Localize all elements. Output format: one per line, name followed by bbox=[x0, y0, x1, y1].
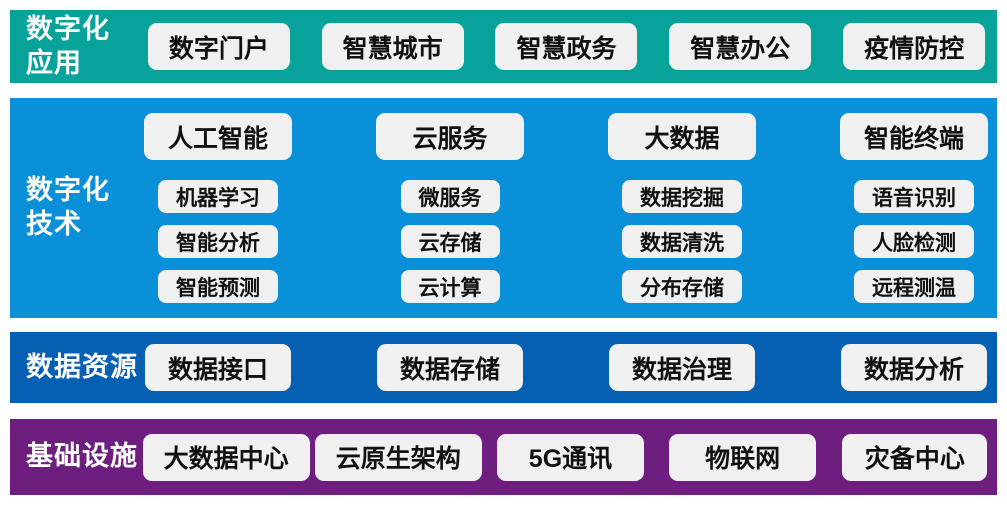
technology-box: 分布存储 bbox=[622, 270, 742, 303]
technology-box: 云存储 bbox=[400, 225, 500, 258]
layer-infrastructure-label: 基础设施 bbox=[26, 441, 138, 472]
technology-box: 云服务 bbox=[376, 113, 524, 160]
layer-applications-label: 数字化 应用 bbox=[26, 13, 110, 78]
application-box: 智慧政务 bbox=[495, 23, 638, 70]
technology-box: 数据挖掘 bbox=[622, 180, 742, 213]
technologies-row-4: 智能预测 云计算 分布存储 远程测温 bbox=[102, 270, 1007, 303]
technology-box: 智能分析 bbox=[158, 225, 278, 258]
technologies-row-2: 机器学习 微服务 数据挖掘 语音识别 bbox=[102, 180, 1007, 213]
technology-box: 大数据 bbox=[608, 113, 756, 160]
technologies-row-1: 人工智能 云服务 大数据 智能终端 bbox=[102, 113, 1007, 160]
infrastructure-box: 物联网 bbox=[669, 433, 817, 481]
technology-box: 微服务 bbox=[400, 180, 500, 213]
technology-box: 人工智能 bbox=[144, 113, 292, 160]
layer-data-resources: 数据资源 数据接口 数据存储 数据治理 数据分析 bbox=[10, 332, 997, 403]
technology-box: 机器学习 bbox=[158, 180, 278, 213]
layer-applications-items: 数字门户 智慧城市 智慧政务 智慧办公 疫情防控 bbox=[132, 10, 1001, 83]
data-resource-box: 数据分析 bbox=[841, 344, 987, 391]
data-resource-box: 数据治理 bbox=[609, 344, 755, 391]
infrastructure-box: 大数据中心 bbox=[142, 433, 310, 481]
infrastructure-items: 大数据中心 云原生架构 5G通讯 物联网 灾备中心 bbox=[140, 419, 1001, 495]
technology-box: 人脸检测 bbox=[854, 225, 974, 258]
infrastructure-box: 5G通讯 bbox=[496, 433, 644, 481]
infrastructure-box: 灾备中心 bbox=[842, 433, 988, 481]
data-resource-box: 数据存储 bbox=[377, 344, 523, 391]
technology-box: 数据清洗 bbox=[622, 225, 742, 258]
technology-box: 智能终端 bbox=[840, 113, 988, 160]
technology-box: 智能预测 bbox=[158, 270, 278, 303]
data-resource-box: 数据接口 bbox=[145, 344, 291, 391]
application-box: 疫情防控 bbox=[843, 23, 986, 70]
technology-box: 远程测温 bbox=[854, 270, 974, 303]
technologies-row-3: 智能分析 云存储 数据清洗 人脸检测 bbox=[102, 225, 1007, 258]
application-box: 数字门户 bbox=[147, 23, 290, 70]
data-resources-items: 数据接口 数据存储 数据治理 数据分析 bbox=[102, 332, 1007, 403]
application-box: 智慧城市 bbox=[321, 23, 464, 70]
infrastructure-box: 云原生架构 bbox=[314, 433, 482, 481]
technology-box: 云计算 bbox=[400, 270, 500, 303]
layer-applications: 数字化 应用 数字门户 智慧城市 智慧政务 智慧办公 疫情防控 bbox=[10, 10, 997, 83]
technology-box: 语音识别 bbox=[854, 180, 974, 213]
layer-data-resources-label: 数据资源 bbox=[26, 351, 138, 382]
layer-infrastructure: 基础设施 大数据中心 云原生架构 5G通讯 物联网 灾备中心 bbox=[10, 419, 997, 495]
application-box: 智慧办公 bbox=[669, 23, 812, 70]
layer-technologies: 数字化 技术 人工智能 云服务 大数据 智能终端 机器学习 微服务 数据挖掘 语… bbox=[10, 98, 997, 318]
layer-technologies-label: 数字化 技术 bbox=[26, 175, 110, 239]
